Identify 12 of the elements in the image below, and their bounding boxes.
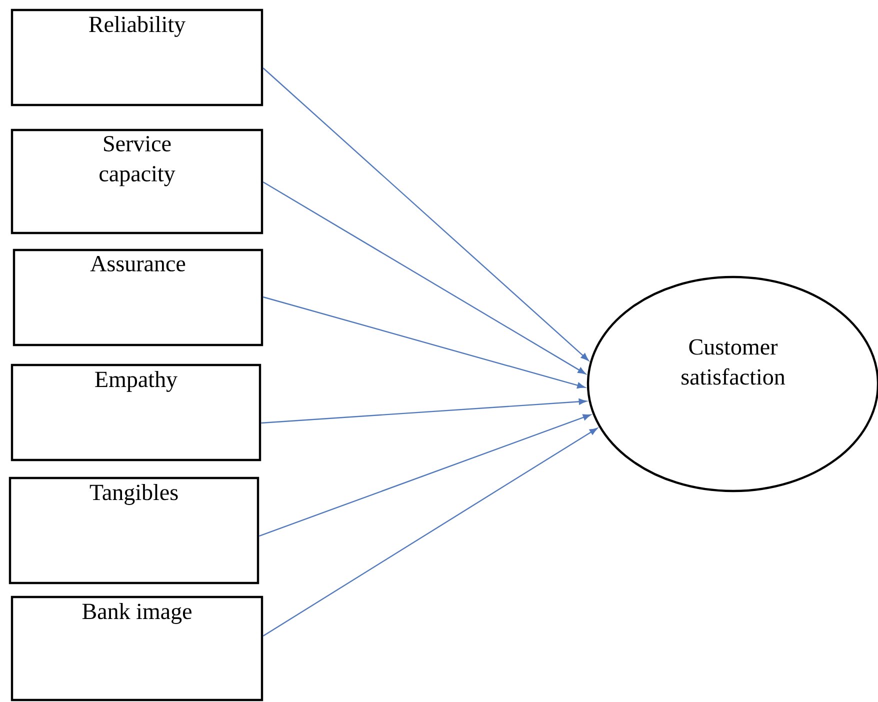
text-box: Bank image <box>10 596 264 702</box>
arrow <box>261 398 587 424</box>
arrow <box>258 414 591 537</box>
arrow <box>262 181 586 374</box>
arrow <box>262 296 586 388</box>
text-box: Empathy <box>10 364 262 462</box>
arrow <box>262 428 598 637</box>
arrow <box>262 68 589 361</box>
text-box: Tangibles <box>8 476 260 584</box>
text-box: Service capacity <box>10 128 264 234</box>
text-box: Reliability <box>10 8 264 106</box>
text-box: Assurance <box>12 248 264 346</box>
